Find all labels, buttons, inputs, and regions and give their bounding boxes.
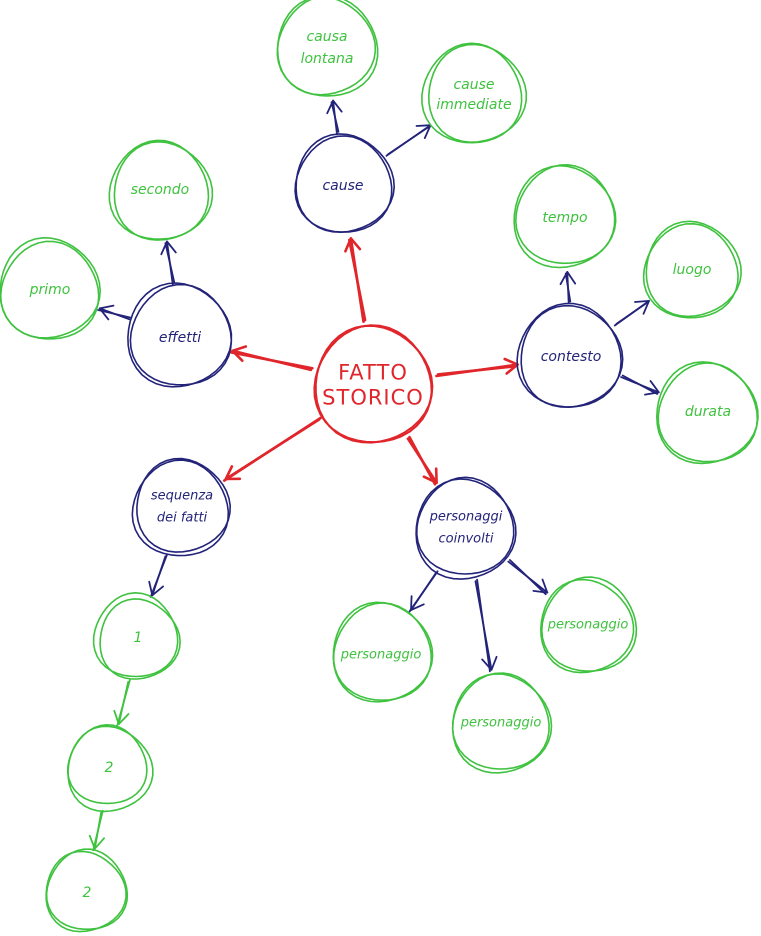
node-personaggio-a: personaggio: [332, 601, 434, 703]
arrow-fatto_2-to-fatto_3: [88, 809, 105, 852]
node-cause-immediate: cause immediate: [421, 42, 528, 144]
node-outline: [332, 601, 434, 703]
arrow-center-to-sequenza: [222, 416, 322, 482]
node-personaggio-b: personaggio: [451, 672, 553, 774]
node-label: sequenza: [151, 489, 213, 504]
arrow-personaggi_coinvolti-to-personaggio_c: [507, 559, 549, 596]
node-outline: [540, 578, 635, 674]
arrow-cause-to-cause_immediate: [385, 124, 432, 157]
node-label: 2: [105, 760, 114, 776]
node-personaggio-c: personaggio: [540, 576, 638, 674]
node-outline: [99, 598, 181, 680]
node-label: personaggio: [547, 618, 629, 633]
node-effetti: effetti: [127, 282, 233, 388]
node-outline: [295, 133, 395, 233]
node-luogo: luogo: [642, 220, 742, 319]
node-label: dei fatti: [157, 511, 208, 526]
node-durata: durata: [656, 361, 759, 465]
node-label: secondo: [131, 182, 190, 198]
node-label: personaggio: [460, 716, 542, 731]
node-outline: [416, 476, 515, 575]
edges-layer: [88, 99, 660, 852]
node-label: effetti: [159, 330, 201, 346]
node-outline: [45, 850, 127, 933]
arrow-contesto-to-tempo: [559, 271, 577, 304]
node-label: causa: [306, 29, 347, 45]
node-label: 1: [134, 630, 143, 646]
arrow-effetti-to-primo: [97, 304, 132, 321]
node-outline: [0, 237, 101, 339]
node-outline: [45, 848, 129, 930]
node-label: cause: [453, 77, 494, 93]
node-fatto-2: 2: [67, 724, 154, 813]
arrow-effetti-to-secondo: [160, 240, 177, 286]
node-label: STORICO: [322, 386, 424, 410]
node-label: 2: [83, 885, 92, 901]
node-outline: [645, 220, 742, 318]
node-cause: cause: [294, 133, 395, 233]
node-outline: [515, 164, 616, 265]
node-contesto: contesto: [516, 302, 624, 408]
node-outline: [520, 304, 624, 408]
node-outline: [113, 141, 214, 241]
node-label: durata: [685, 404, 731, 420]
node-outline: [657, 362, 759, 463]
node-label: coinvolti: [439, 532, 494, 547]
node-outline: [276, 0, 377, 96]
node-outline: [314, 324, 434, 444]
arrow-contesto-to-luogo: [613, 300, 650, 327]
arrow-center-to-effetti: [229, 345, 314, 372]
node-outline: [428, 43, 528, 143]
arrow-center-to-personaggi_coinvolti: [406, 435, 438, 486]
node-label: personaggi: [429, 510, 503, 525]
node-outline: [451, 673, 553, 774]
node-tempo: tempo: [513, 164, 617, 269]
node-secondo: secondo: [108, 139, 214, 241]
arrow-personaggi_coinvolti-to-personaggio_b: [474, 578, 498, 673]
node-outline: [67, 725, 154, 813]
node-label: cause: [322, 178, 363, 194]
node-outline: [127, 282, 233, 388]
node-label: personaggio: [340, 648, 422, 663]
node-label: lontana: [301, 51, 354, 67]
node-outline: [656, 361, 759, 465]
node-outline: [131, 459, 230, 557]
arrow-fatto_1-to-fatto_2: [113, 679, 131, 727]
node-outline: [415, 478, 517, 580]
node-label: FATTO: [338, 361, 408, 385]
arrow-cause-to-causa_lontana: [326, 99, 343, 135]
node-outline: [541, 576, 638, 672]
arrow-personaggi_coinvolti-to-personaggio_a: [408, 570, 439, 613]
node-outline: [642, 223, 739, 319]
node-label: luogo: [673, 262, 712, 278]
node-label: primo: [29, 282, 71, 298]
node-label: immediate: [436, 97, 511, 113]
node-outline: [513, 164, 617, 269]
node-outline: [451, 672, 550, 770]
arrow-center-to-contesto: [435, 357, 519, 378]
node-sequenza: sequenza dei fatti: [131, 457, 231, 557]
node-label: contesto: [541, 349, 602, 365]
node-fatto-3: 2: [45, 848, 129, 933]
node-outline: [276, 0, 379, 97]
node-label: tempo: [542, 210, 587, 226]
node-primo: primo: [0, 237, 101, 340]
arrow-sequenza-to-fatto_1: [148, 553, 168, 598]
node-causa-lontana: causa lontana: [276, 0, 379, 97]
node-outline: [136, 457, 231, 553]
node-fatto-1: 1: [92, 592, 181, 680]
node-outline: [92, 592, 179, 678]
node-personaggi-coinvolti: personaggi coinvolti: [415, 476, 517, 580]
arrow-center-to-cause: [344, 237, 367, 323]
arrow-contesto-to-durata: [620, 374, 660, 396]
